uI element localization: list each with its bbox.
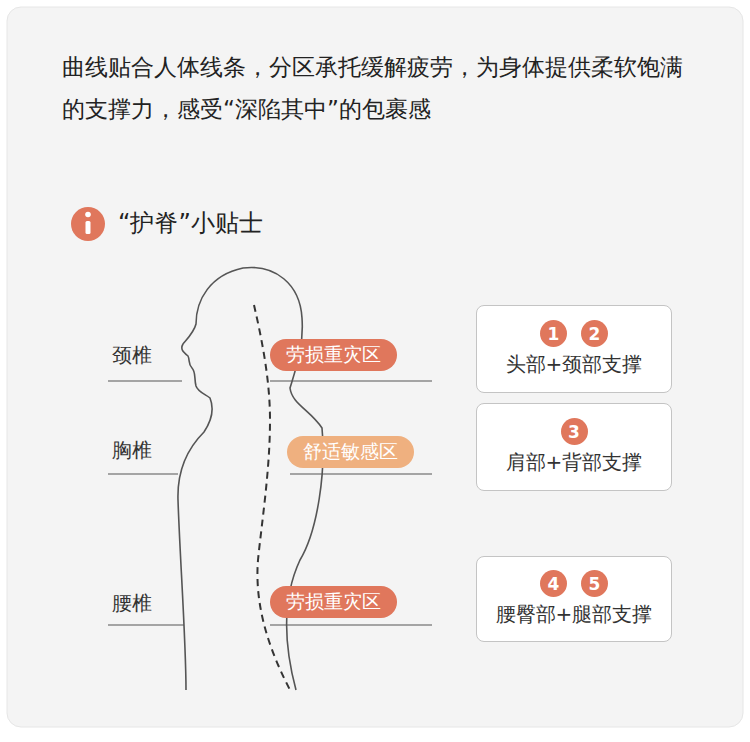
callout-number: 3 [561, 418, 588, 445]
support-text: 肩部+背部支撑 [506, 449, 643, 476]
callout-number-text: 2 [589, 324, 601, 344]
support-box: 45腰臀部+腿部支撑 [476, 556, 672, 642]
divider-line [290, 473, 432, 474]
support-box: 3 肩部+背部支撑 [476, 403, 672, 491]
divider-line [108, 380, 182, 381]
info-icon [71, 207, 105, 241]
spine-label: 胸椎 [112, 437, 152, 464]
callout-number: 5 [581, 570, 608, 597]
callout-number: 2 [581, 320, 608, 347]
spine-label: 腰椎 [112, 590, 152, 617]
info-icon-dot [85, 212, 91, 218]
zone-text: 舒适敏感区 [303, 439, 398, 465]
number-row: 12 [540, 320, 608, 347]
info-icon-bar [86, 221, 91, 234]
zone-pill: 劳损重灾区 [270, 339, 397, 371]
divider-line [270, 624, 432, 625]
card-background [7, 7, 743, 727]
zone-text: 劳损重灾区 [286, 342, 381, 368]
callout-number-text: 3 [568, 422, 580, 442]
callout-number-text: 4 [548, 574, 560, 594]
section-heading: “护脊”小贴士 [118, 207, 263, 239]
divider-line [108, 473, 178, 474]
divider-line [270, 380, 432, 381]
number-row: 45 [540, 570, 608, 597]
support-text: 头部+颈部支撑 [506, 351, 643, 378]
zone-text: 劳损重灾区 [286, 589, 381, 615]
zone-pill: 舒适敏感区 [287, 436, 414, 468]
number-row: 3 [561, 418, 588, 445]
callout-number: 1 [540, 320, 567, 347]
support-text: 腰臀部+腿部支撑 [496, 601, 653, 628]
spine-label: 颈椎 [112, 342, 152, 369]
callout-number: 4 [540, 570, 567, 597]
divider-line [108, 624, 184, 625]
body-silhouette [178, 267, 323, 690]
callout-number-text: 1 [548, 324, 560, 344]
zone-pill: 劳损重灾区 [270, 586, 397, 618]
callout-number-text: 5 [589, 574, 601, 594]
support-box: 12头部+颈部支撑 [476, 305, 672, 393]
title-text: 曲线贴合人体线条，分区承托缓解疲劳，为身体提供柔软饱满的支撑力，感受“深陷其中”… [62, 46, 698, 130]
